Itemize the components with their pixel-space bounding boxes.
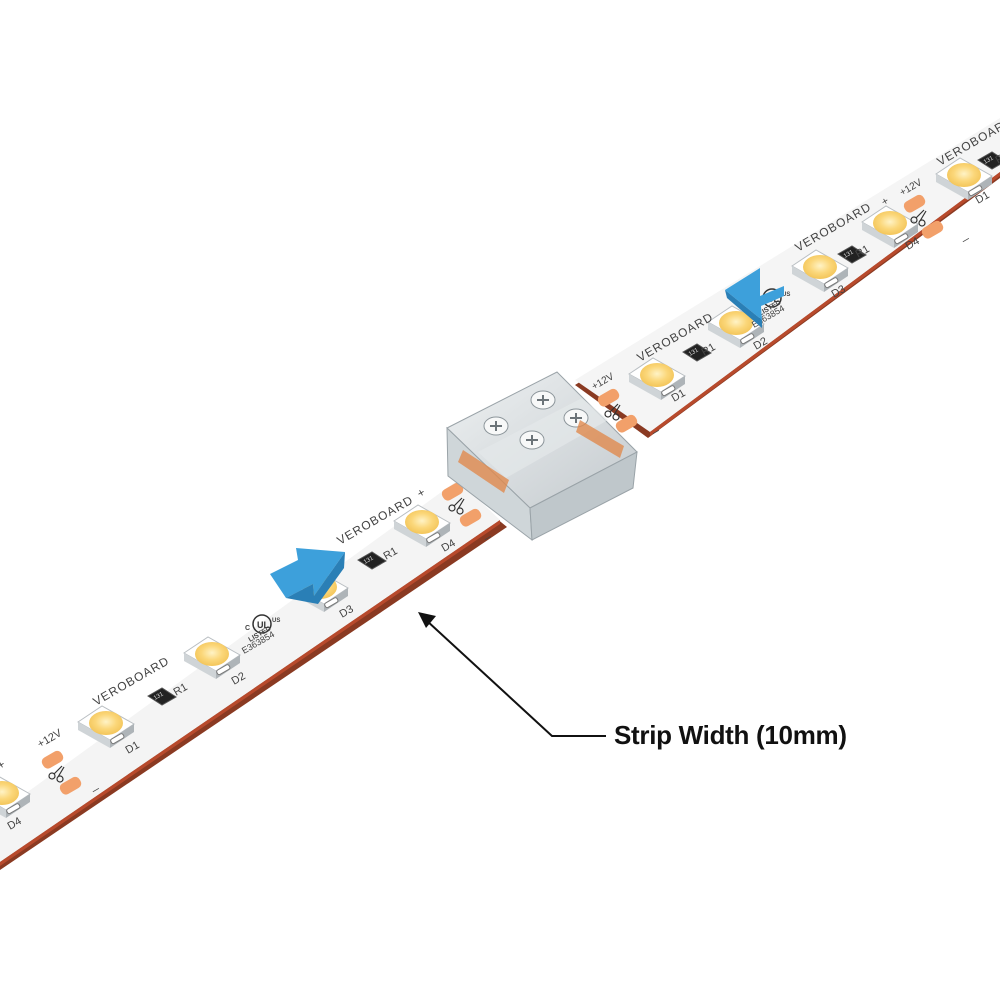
led-side <box>862 222 894 248</box>
cert-c-text: C <box>245 625 250 632</box>
callout-pointer <box>418 612 606 737</box>
voltage-label: +12V <box>36 727 65 751</box>
led-side <box>708 322 740 348</box>
solder-pad <box>921 220 944 239</box>
led-chip: D4 <box>0 776 31 833</box>
led-pin <box>110 733 125 745</box>
resistor-body <box>682 343 712 362</box>
led-lens <box>640 363 674 387</box>
connector-screw <box>519 430 545 450</box>
solder-pads <box>903 194 944 239</box>
plus-sign: + <box>0 757 8 773</box>
led-side <box>0 806 6 818</box>
ul-text: UL <box>257 620 269 630</box>
led-pin <box>740 333 755 345</box>
led-chip: D2 <box>707 305 770 353</box>
led-pin <box>661 385 676 397</box>
solder-pad <box>903 194 926 213</box>
resistor-code: 131 <box>153 691 165 702</box>
ul-circle <box>252 614 272 634</box>
led-pin <box>894 233 909 245</box>
led-lens <box>405 510 439 534</box>
scissors-icon <box>604 403 621 421</box>
minus-sign: _ <box>956 227 970 243</box>
led-chip: D2 <box>183 636 248 688</box>
right-strip-segment <box>575 118 1000 438</box>
solder-pad <box>41 750 64 769</box>
led-lens <box>803 255 837 279</box>
resistor-body <box>357 551 387 570</box>
resistor-body <box>977 151 1000 170</box>
solder-pad <box>441 482 464 501</box>
solder-pad <box>615 414 638 433</box>
led-chip: D4 <box>393 504 458 555</box>
solder-pad <box>459 508 482 527</box>
connector-screw <box>530 390 556 410</box>
plus-sign: + <box>415 485 428 501</box>
led-side <box>184 653 216 679</box>
solder-pad <box>597 388 620 407</box>
scissors-icon <box>448 497 465 515</box>
led-pin <box>824 277 839 289</box>
led-lens <box>0 781 19 805</box>
resistor-body <box>147 687 177 706</box>
led-pin <box>6 803 21 815</box>
led-side <box>936 174 968 200</box>
led-side <box>394 521 426 547</box>
led-chip: D1 <box>628 357 688 405</box>
led-side <box>78 722 110 748</box>
left-strip-segment <box>0 480 507 870</box>
solder-pads <box>41 750 82 795</box>
led-pin <box>324 597 339 609</box>
led-pin <box>968 185 983 197</box>
scissors-icon <box>910 209 927 227</box>
resistor-code: 131 <box>363 555 375 566</box>
resistor-code: 131 <box>983 155 995 166</box>
resistor-label: R1 <box>994 149 1000 166</box>
solder-pad <box>59 776 82 795</box>
resistor-code: 131 <box>688 347 700 358</box>
scissors-icon <box>48 765 65 783</box>
solder-pads <box>597 388 638 433</box>
led-side <box>629 374 661 400</box>
strip-connector[interactable] <box>446 371 638 542</box>
led-lens <box>947 163 981 187</box>
left-arrow-icon <box>270 548 345 604</box>
led-chip: D4 <box>861 205 922 253</box>
plus-sign: + <box>880 195 892 209</box>
led-side <box>792 266 824 292</box>
led-pin <box>426 532 441 544</box>
led-lens <box>719 311 753 335</box>
cert-us-text: US <box>272 618 280 624</box>
connector-screw <box>483 416 509 436</box>
right-arrow-icon <box>725 268 784 328</box>
resistor-body <box>837 245 867 264</box>
led-lens <box>195 642 229 666</box>
cert-us-text: US <box>782 292 790 298</box>
led-chip: D1 <box>935 157 993 207</box>
strip-width-label: Strip Width (10mm) <box>614 720 847 750</box>
solder-pads <box>441 482 482 527</box>
led-lens <box>873 211 907 235</box>
led-chip: D1 <box>77 705 142 757</box>
led-chip: D3 <box>791 249 849 301</box>
led-pin <box>216 664 231 676</box>
led-lens <box>89 711 123 735</box>
resistor-code: 131 <box>843 249 855 260</box>
